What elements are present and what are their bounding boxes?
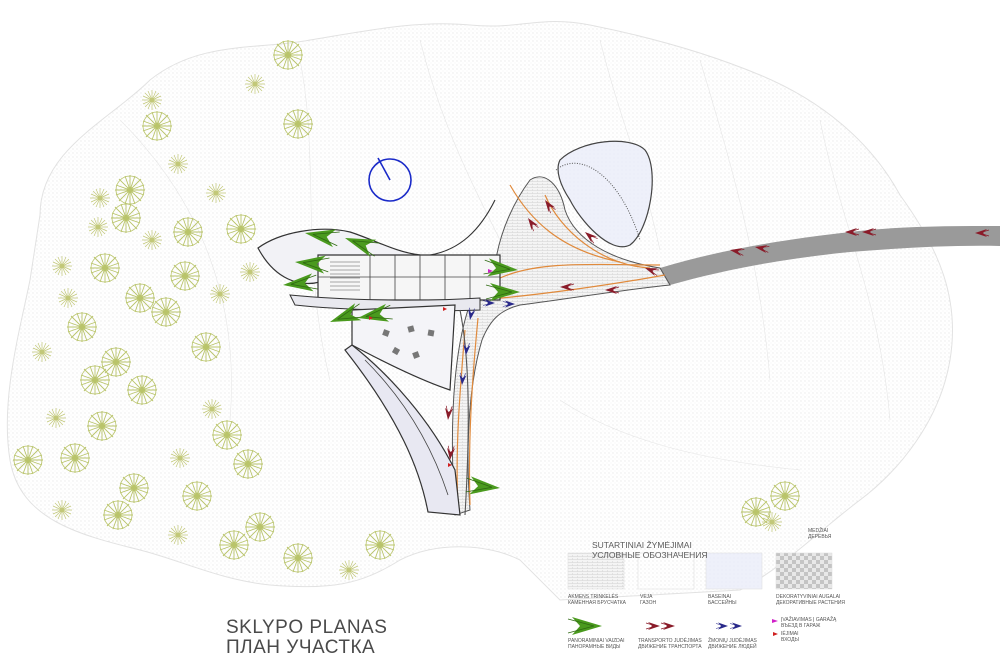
legend-paving-lt: AKMENS TRINKELĖS <box>568 594 619 600</box>
legend-pools-ru: БАССЕЙНЫ <box>708 600 737 606</box>
south-wing <box>351 304 456 391</box>
sail-wing-inner <box>364 359 449 496</box>
legend-lawn-lt: VEJA <box>640 594 653 600</box>
room-icons <box>382 325 435 359</box>
legend-heading: SUTARTINIAI ŽYMĖJIMAI УСЛОВНЫЕ ОБОЗНАЧЕН… <box>592 540 708 560</box>
plan-title-lt: SKLYPO PLANAS <box>226 617 388 638</box>
legend-transport-ru: ДВИЖЕНИЕ ТРАНСПОРТА <box>638 644 702 650</box>
legend-garage-marker <box>772 619 778 623</box>
main-block <box>317 254 501 301</box>
legend-decorative-lt: DEKORATYVINIAI AUGALAI <box>776 594 841 600</box>
sail-wing <box>344 344 461 516</box>
legend-people-label: ŽMONIŲ JUDĖJIMAS ДВИЖЕНИЕ ЛЮДЕЙ <box>708 638 757 650</box>
legend-pools-label: BASEINAI БАССЕЙНЫ <box>708 594 737 606</box>
legend-lawn-ru: ГАЗОН <box>640 600 657 606</box>
legend-transport-lt: TRANSPORTO JUDĖJIMAS <box>638 638 702 644</box>
legend-swatches <box>567 552 833 636</box>
building <box>257 199 501 516</box>
legend-decorative-swatch <box>775 552 833 590</box>
legend-panoramic-lt: PANORAMINIAI VAIZDAI <box>568 638 625 644</box>
legend-panoramic-ru: ПАНОРАМНЫЕ ВИДЫ <box>568 644 621 650</box>
legend-panoramic-label: PANORAMINIAI VAIZDAI ПАНОРАМНЫЕ ВИДЫ <box>568 638 625 650</box>
legend-paving-swatch <box>567 552 625 590</box>
pool-basin <box>557 140 653 248</box>
legend-entrances-label: IĖJIMAI ВХОДЫ <box>781 631 799 643</box>
legend-garage-ru: ВЪЕЗД В ГАРАЖ <box>781 623 821 629</box>
legend-paving-label: AKMENS TRINKELĖS КАМЕННАЯ БРУСЧАТКА <box>568 594 626 606</box>
legend-trees-lt: MEDŽIAI <box>808 528 829 534</box>
legend-trees-label: MEDŽIAI ДЕРЕВЬЯ <box>808 528 831 540</box>
legend-entrance-marker <box>773 632 778 636</box>
legend-heading-lt: SUTARTINIAI ŽYMĖJIMAI <box>592 540 692 550</box>
legend-decorative-label: DEKORATYVINIAI AUGALAI ДЕКОРАТИВНЫЕ РАСТ… <box>776 594 845 606</box>
plan-title: SKLYPO PLANAS ПЛАН УЧАСТКА <box>226 618 387 658</box>
legend-panoramic-swatch <box>567 616 603 636</box>
legend-people-lt: ŽMONIŲ JUDĖJIMAS <box>708 638 757 644</box>
legend-trees-ru: ДЕРЕВЬЯ <box>808 534 832 540</box>
legend-pool-swatch <box>705 552 763 590</box>
pool-edge <box>555 162 641 241</box>
east-curve <box>459 309 469 516</box>
legend-pools-lt: BASEINAI <box>708 594 732 600</box>
stair-hatch <box>330 261 360 291</box>
north-curve <box>429 199 496 256</box>
entrance-markers <box>369 269 493 467</box>
legend-lawn-label: VEJA ГАЗОН <box>640 594 656 606</box>
legend-paving-ru: КАМЕННАЯ БРУСЧАТКА <box>568 600 627 606</box>
legend-people-ru: ДВИЖЕНИЕ ЛЮДЕЙ <box>708 644 757 650</box>
legend-entrances-lt: IĖJIMAI <box>781 631 799 637</box>
structural-grid <box>318 255 500 300</box>
north-arrow-icon <box>368 157 412 202</box>
legend-entrances-ru: ВХОДЫ <box>781 637 799 643</box>
plan-title-ru: ПЛАН УЧАСТКА <box>226 637 376 658</box>
legend-garage-lt: ĮVAŽIAVIMAS Į GARAŽĄ <box>781 617 837 623</box>
legend-lawn-swatch <box>637 552 695 590</box>
legend-heading-ru: УСЛОВНЫЕ ОБОЗНАЧЕНИЯ <box>592 550 708 560</box>
contour-lines <box>119 39 891 471</box>
legend-people-swatch <box>715 622 743 630</box>
legend-garage-label: ĮVAŽIAVIMAS Į GARAŽĄ ВЪЕЗД В ГАРАЖ <box>781 617 836 629</box>
legend-transport-label: TRANSPORTO JUDĖJIMAS ДВИЖЕНИЕ ТРАНСПОРТА <box>638 638 702 650</box>
legend-transport-swatch <box>645 621 676 631</box>
access-road <box>660 226 1000 285</box>
legend-decorative-ru: ДЕКОРАТИВНЫЕ РАСТЕНИЯ <box>776 600 846 606</box>
